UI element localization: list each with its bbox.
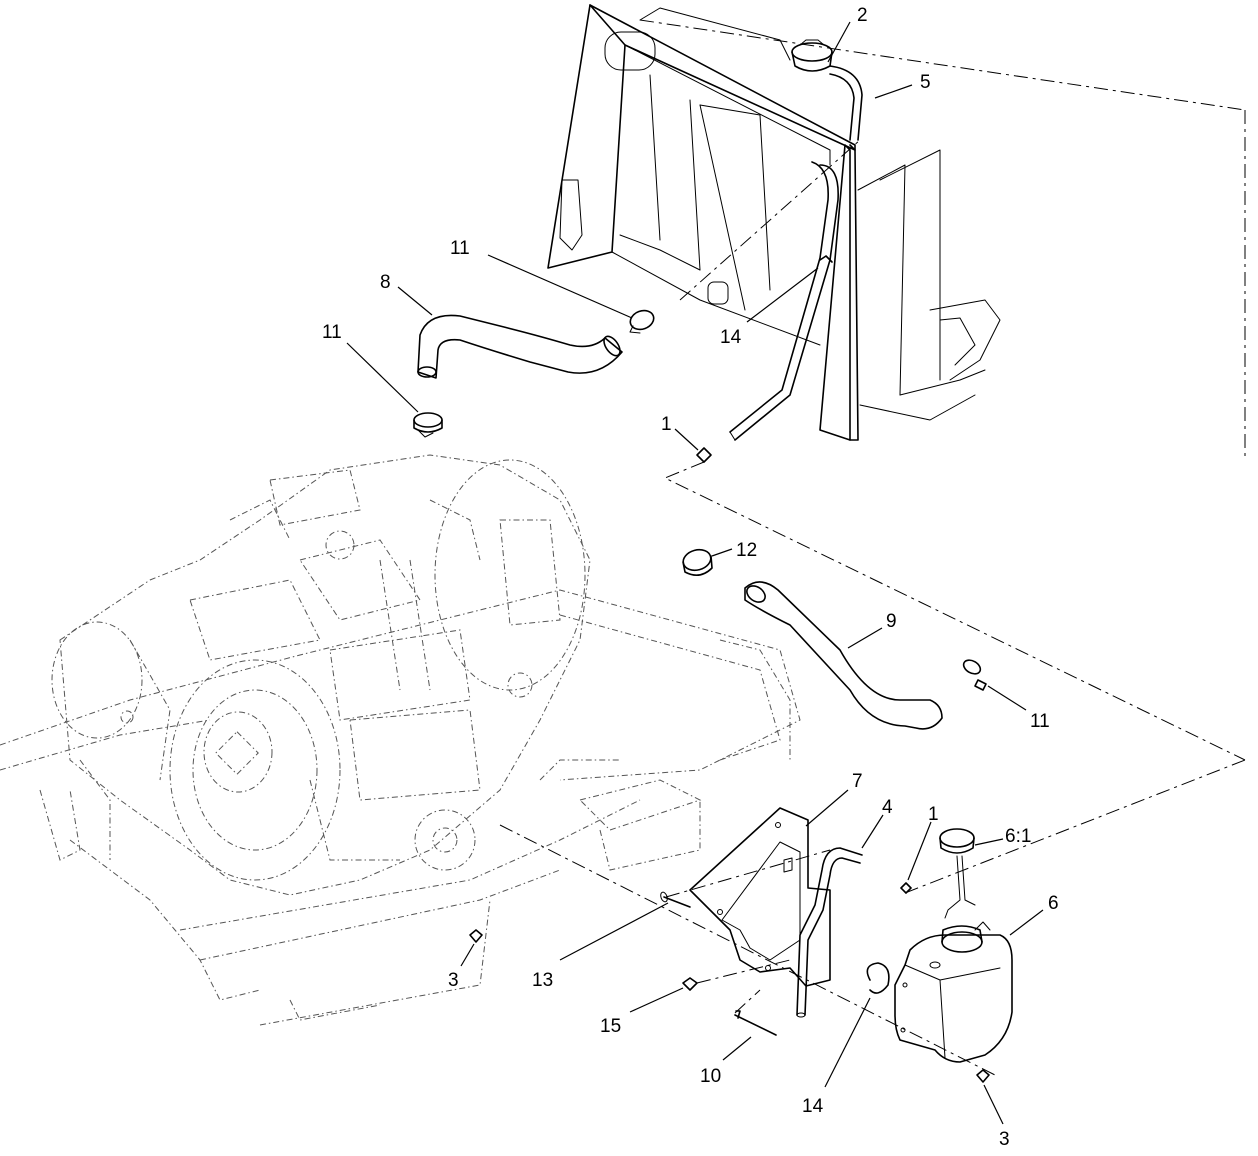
hose-fitting-bottom: [900, 882, 912, 894]
hose-clamp-12: [682, 548, 713, 576]
assembly-link-lines: [499, 759, 1246, 1076]
lower-radiator-hose: [744, 581, 943, 730]
hose-fitting-top: [663, 447, 1246, 761]
callout-9: 9: [886, 611, 897, 632]
callout-13: 13: [532, 970, 553, 991]
hose-clamp-lower-right: [962, 659, 987, 691]
bolt-10: [734, 1010, 777, 1036]
reservoir-bracket: [689, 807, 831, 987]
radiator-cap: [791, 39, 833, 72]
overflow-tube: [796, 847, 863, 1018]
leader-lines: [346, 21, 1044, 1125]
callout-1-top: 1: [661, 414, 672, 435]
radiator-shroud-assembly: [547, 4, 1246, 460]
callout-15: 15: [600, 1016, 621, 1037]
chassis-frame-phantom: [0, 589, 801, 1026]
tie-14-top: [819, 255, 833, 263]
nut-15: [682, 977, 698, 991]
callout-14-bottom: 14: [802, 1096, 824, 1117]
clamp-14-bottom: [866, 962, 890, 994]
callout-8: 8: [380, 272, 391, 293]
nut-3-left: [469, 929, 483, 943]
callout-6-1: 6:1: [1005, 826, 1031, 847]
coolant-reservoir: [894, 921, 1013, 1063]
callout-11-left: 11: [322, 322, 342, 343]
callout-4: 4: [882, 797, 893, 818]
callout-12: 12: [736, 540, 757, 561]
hose-clamp-upper-right: [629, 309, 655, 334]
callout-2: 2: [857, 5, 868, 26]
callout-3-left: 3: [448, 970, 459, 991]
callout-11-right: 11: [1030, 711, 1050, 732]
upper-radiator-hose: [417, 314, 623, 379]
callout-labels: 2 5 11 8 11 14 1 12 9 11 7 4 1 6:1 6 13 …: [322, 5, 1059, 1150]
callout-7: 7: [852, 771, 863, 792]
callout-11-top: 11: [450, 238, 470, 259]
callout-10: 10: [700, 1066, 721, 1087]
engine-phantom: [51, 454, 591, 896]
reservoir-cap: [939, 828, 976, 919]
hose-clamp-upper-left: [413, 412, 443, 438]
bolt-13: [660, 891, 691, 908]
nut-3-bottom: [976, 1069, 990, 1083]
overflow-hose-upper: [729, 65, 863, 441]
callout-3-bottom: 3: [999, 1129, 1010, 1150]
callout-14-top: 14: [720, 327, 742, 348]
callout-5: 5: [920, 72, 931, 93]
callout-6: 6: [1048, 893, 1059, 914]
callout-1-bottom: 1: [928, 804, 939, 825]
